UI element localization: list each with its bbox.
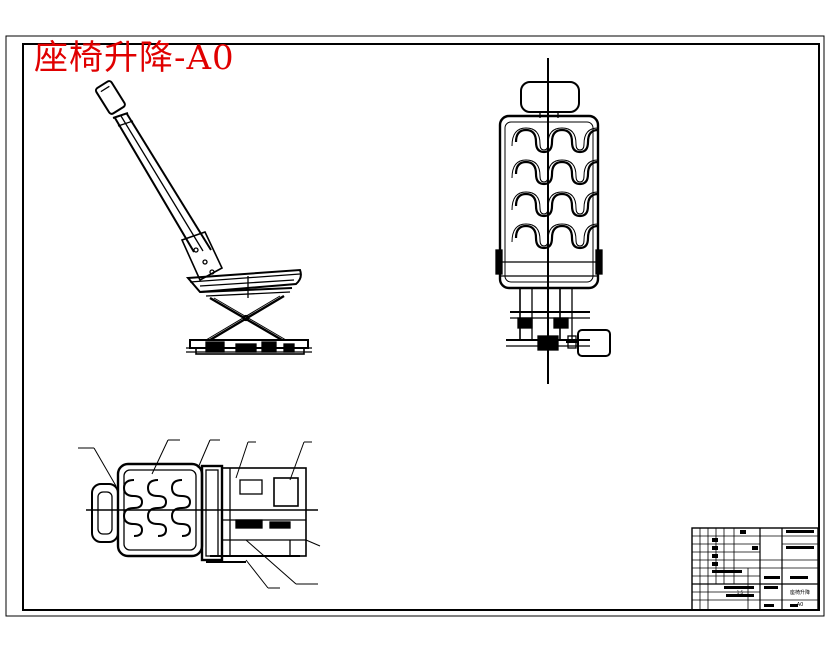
title-block-scale: 1:5 xyxy=(737,590,744,595)
inner-border xyxy=(22,43,820,611)
side-view xyxy=(94,80,312,355)
title-block-sheet: A0 xyxy=(797,602,804,608)
drawing-title: 座椅升降-A0 xyxy=(34,38,235,78)
front-view xyxy=(495,58,611,384)
title-block-drawing-name: 座椅升降 xyxy=(790,589,810,596)
title-block: 座椅升降 1:5 A0 xyxy=(691,527,819,611)
outer-frame xyxy=(5,35,825,617)
top-view xyxy=(78,439,321,589)
